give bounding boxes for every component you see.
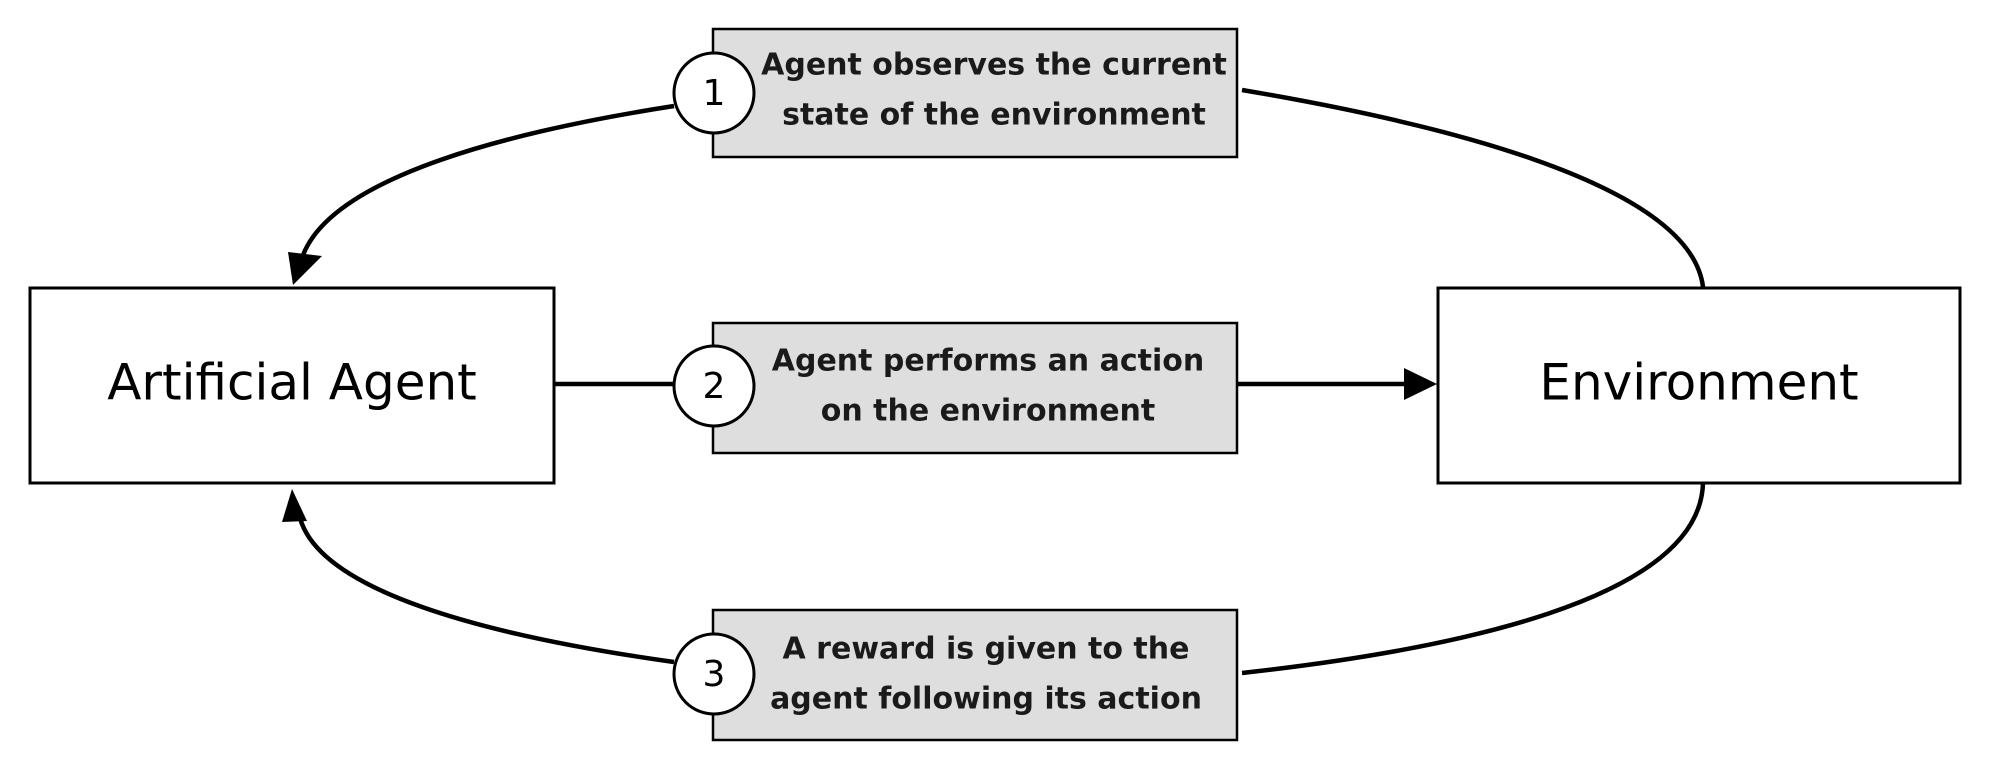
step-3-line-2: agent following its action — [770, 682, 1202, 717]
arrowhead-to-agent-top — [288, 252, 322, 285]
step-1: Agent observes the current state of the … — [672, 27, 1239, 159]
step-2-box — [711, 321, 1239, 455]
step-3-box — [711, 608, 1239, 742]
step-2-line-2: on the environment — [821, 394, 1156, 429]
step-2-badge — [672, 344, 756, 428]
step-2: Agent performs an action on the environm… — [672, 321, 1239, 455]
connectors — [282, 87, 1706, 676]
step-1-number: 1 — [703, 73, 726, 114]
step-3-number: 3 — [703, 654, 726, 695]
connector-env-to-step1 — [1241, 87, 1706, 288]
agent-box — [28, 286, 556, 485]
step-1-line-1: Agent observes the current — [761, 48, 1227, 83]
connector-step3-to-agent — [297, 517, 675, 665]
step-2-line-1: Agent performs an action — [772, 344, 1204, 379]
step-1-line-2: state of the environment — [782, 98, 1206, 133]
connector-step1-to-agent — [299, 103, 675, 259]
step-1-box — [711, 27, 1239, 159]
step-1-badge — [672, 51, 756, 135]
step-3-line-1: A reward is given to the — [783, 632, 1190, 667]
step-3-badge — [672, 632, 756, 716]
environment-label: Environment — [1539, 354, 1858, 412]
arrowhead-to-agent-bottom — [282, 489, 307, 522]
agent-label: Artificial Agent — [107, 354, 477, 412]
step-3: A reward is given to the agent following… — [672, 608, 1239, 742]
connector-env-to-step3 — [1241, 482, 1706, 676]
environment-box — [1436, 286, 1962, 485]
step-2-number: 2 — [703, 366, 726, 407]
agent-node: Artificial Agent — [28, 286, 556, 485]
arrowhead-to-environment — [1404, 368, 1437, 400]
environment-node: Environment — [1436, 286, 1962, 485]
